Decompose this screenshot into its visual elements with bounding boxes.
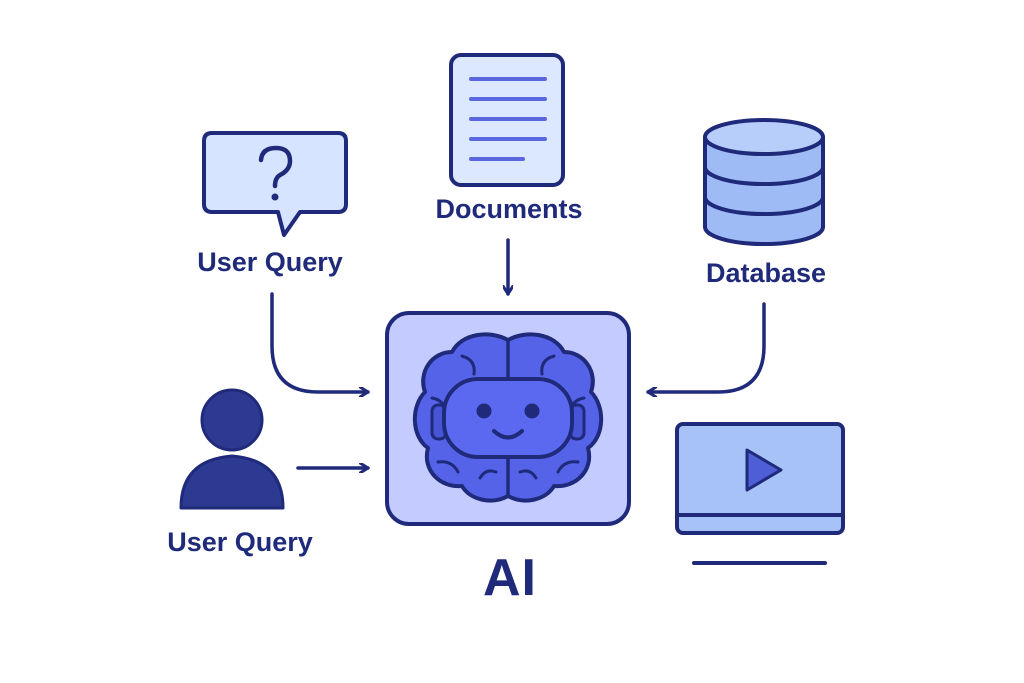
ai-label: AI	[483, 549, 537, 607]
documents-label: Documents	[435, 194, 583, 224]
question-bubble-icon	[202, 131, 348, 237]
user-icon	[179, 388, 285, 510]
document-icon	[449, 53, 565, 187]
user-query-label-top: User Query	[197, 247, 343, 277]
brain-robot-icon	[385, 311, 631, 526]
arrow-database-to-ai	[646, 302, 766, 392]
video-player-icon	[675, 422, 845, 565]
arrow-query-to-ai	[270, 292, 370, 392]
user-query-label-bottom: User Query	[167, 527, 313, 557]
database-label: Database	[705, 258, 827, 288]
database-icon	[703, 118, 825, 246]
